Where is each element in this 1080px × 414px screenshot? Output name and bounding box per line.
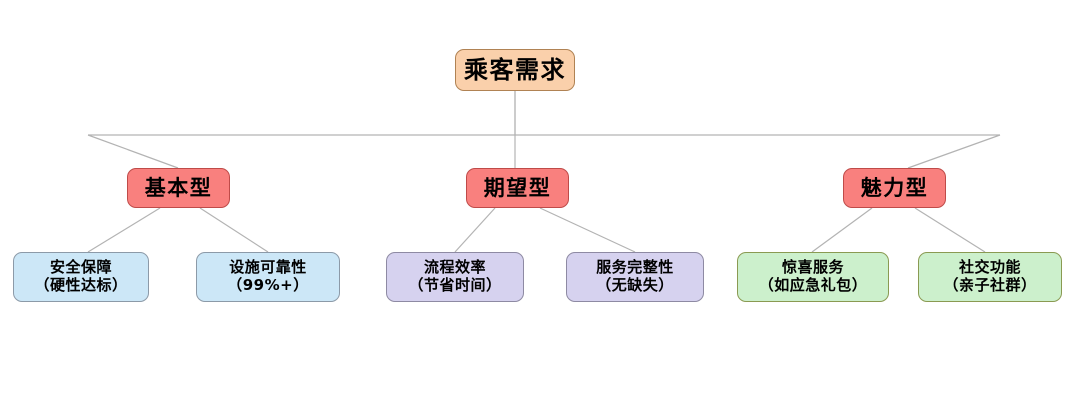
node-category-expected[interactable]: 期望型 xyxy=(466,168,569,208)
node-leaf-surprise-service-line1: 惊喜服务 xyxy=(781,258,844,277)
node-leaf-surprise-service-line2: （如应急礼包） xyxy=(758,276,868,294)
node-leaf-reliability-line2: （99%+） xyxy=(227,276,309,294)
node-category-attractive-label: 魅力型 xyxy=(860,175,929,200)
node-leaf-process-efficiency-line1: 流程效率 xyxy=(423,258,486,277)
node-leaf-surprise-service[interactable]: 惊喜服务 （如应急礼包） xyxy=(737,252,889,302)
node-leaf-safety-line2: （硬性达标） xyxy=(34,276,128,294)
node-category-attractive[interactable]: 魅力型 xyxy=(843,168,946,208)
edge-basic-to-reliability xyxy=(199,207,269,253)
node-leaf-service-integrity-line1: 服务完整性 xyxy=(596,258,674,277)
node-leaf-process-efficiency-line2: （节省时间） xyxy=(408,276,502,294)
node-category-expected-label: 期望型 xyxy=(483,175,552,200)
edge-attractive-to-social xyxy=(914,207,986,253)
node-leaf-reliability[interactable]: 设施可靠性 （99%+） xyxy=(196,252,340,302)
node-leaf-social-function-line2: （亲子社群） xyxy=(943,276,1037,294)
node-leaf-safety-line1: 安全保障 xyxy=(49,258,112,277)
edge-expected-to-efficiency xyxy=(454,207,496,253)
edge-attractive-to-surprise xyxy=(811,207,873,253)
node-leaf-process-efficiency[interactable]: 流程效率 （节省时间） xyxy=(386,252,524,302)
node-leaf-service-integrity[interactable]: 服务完整性 （无缺失） xyxy=(566,252,704,302)
node-leaf-reliability-line1: 设施可靠性 xyxy=(229,258,307,277)
node-category-basic-label: 基本型 xyxy=(144,175,213,200)
node-root-passenger-demand[interactable]: 乘客需求 xyxy=(455,49,575,91)
node-root-label: 乘客需求 xyxy=(464,55,566,84)
node-leaf-safety[interactable]: 安全保障 （硬性达标） xyxy=(13,252,149,302)
node-category-basic[interactable]: 基本型 xyxy=(127,168,230,208)
edge-basic-to-safety xyxy=(87,207,161,253)
node-leaf-social-function[interactable]: 社交功能 （亲子社群） xyxy=(918,252,1062,302)
edge-expected-to-integrity xyxy=(539,207,636,253)
edge-bus-to-basic xyxy=(87,134,179,169)
edge-bus-to-attractive xyxy=(907,134,1001,169)
node-leaf-social-function-line1: 社交功能 xyxy=(958,258,1021,277)
node-leaf-service-integrity-line2: （无缺失） xyxy=(596,276,674,294)
